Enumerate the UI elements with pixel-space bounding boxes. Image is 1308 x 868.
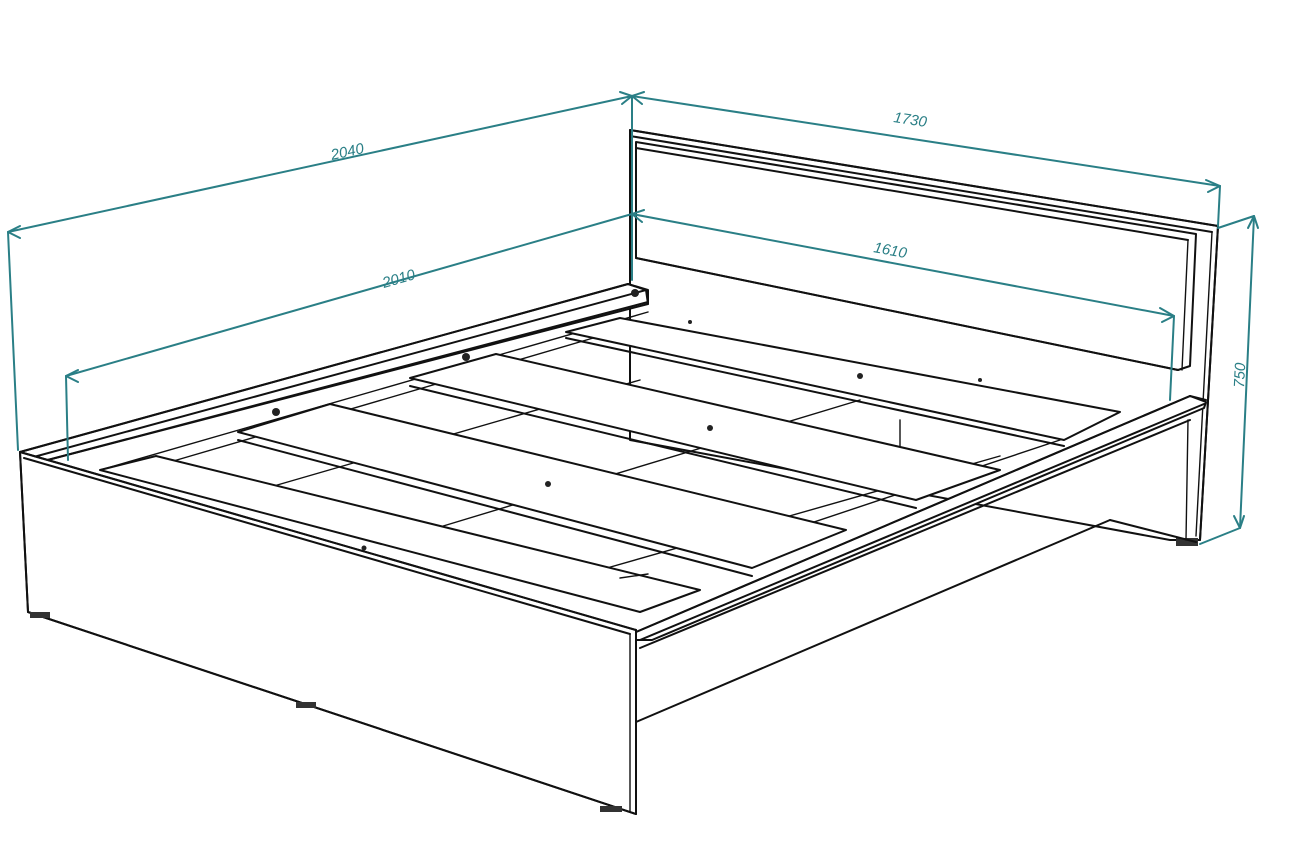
dimension-overall-width: 1730 xyxy=(631,91,1221,227)
label-height: 750 xyxy=(1231,362,1249,389)
slat-4 xyxy=(99,455,701,613)
slat-3 xyxy=(237,403,847,569)
label-inner-length: 2010 xyxy=(379,266,417,292)
label-overall-width: 1730 xyxy=(892,109,928,131)
label-inner-width: 1610 xyxy=(872,239,909,262)
dimension-overall-length: 2040 xyxy=(7,91,633,451)
footboard xyxy=(19,451,637,815)
slat-1 xyxy=(565,317,1121,441)
slats xyxy=(99,317,1121,613)
dimension-inner-width: 1610 xyxy=(631,209,1175,401)
slat-2 xyxy=(409,353,1001,501)
dimension-height: 750 xyxy=(1199,215,1259,545)
label-overall-length: 2040 xyxy=(328,140,366,164)
